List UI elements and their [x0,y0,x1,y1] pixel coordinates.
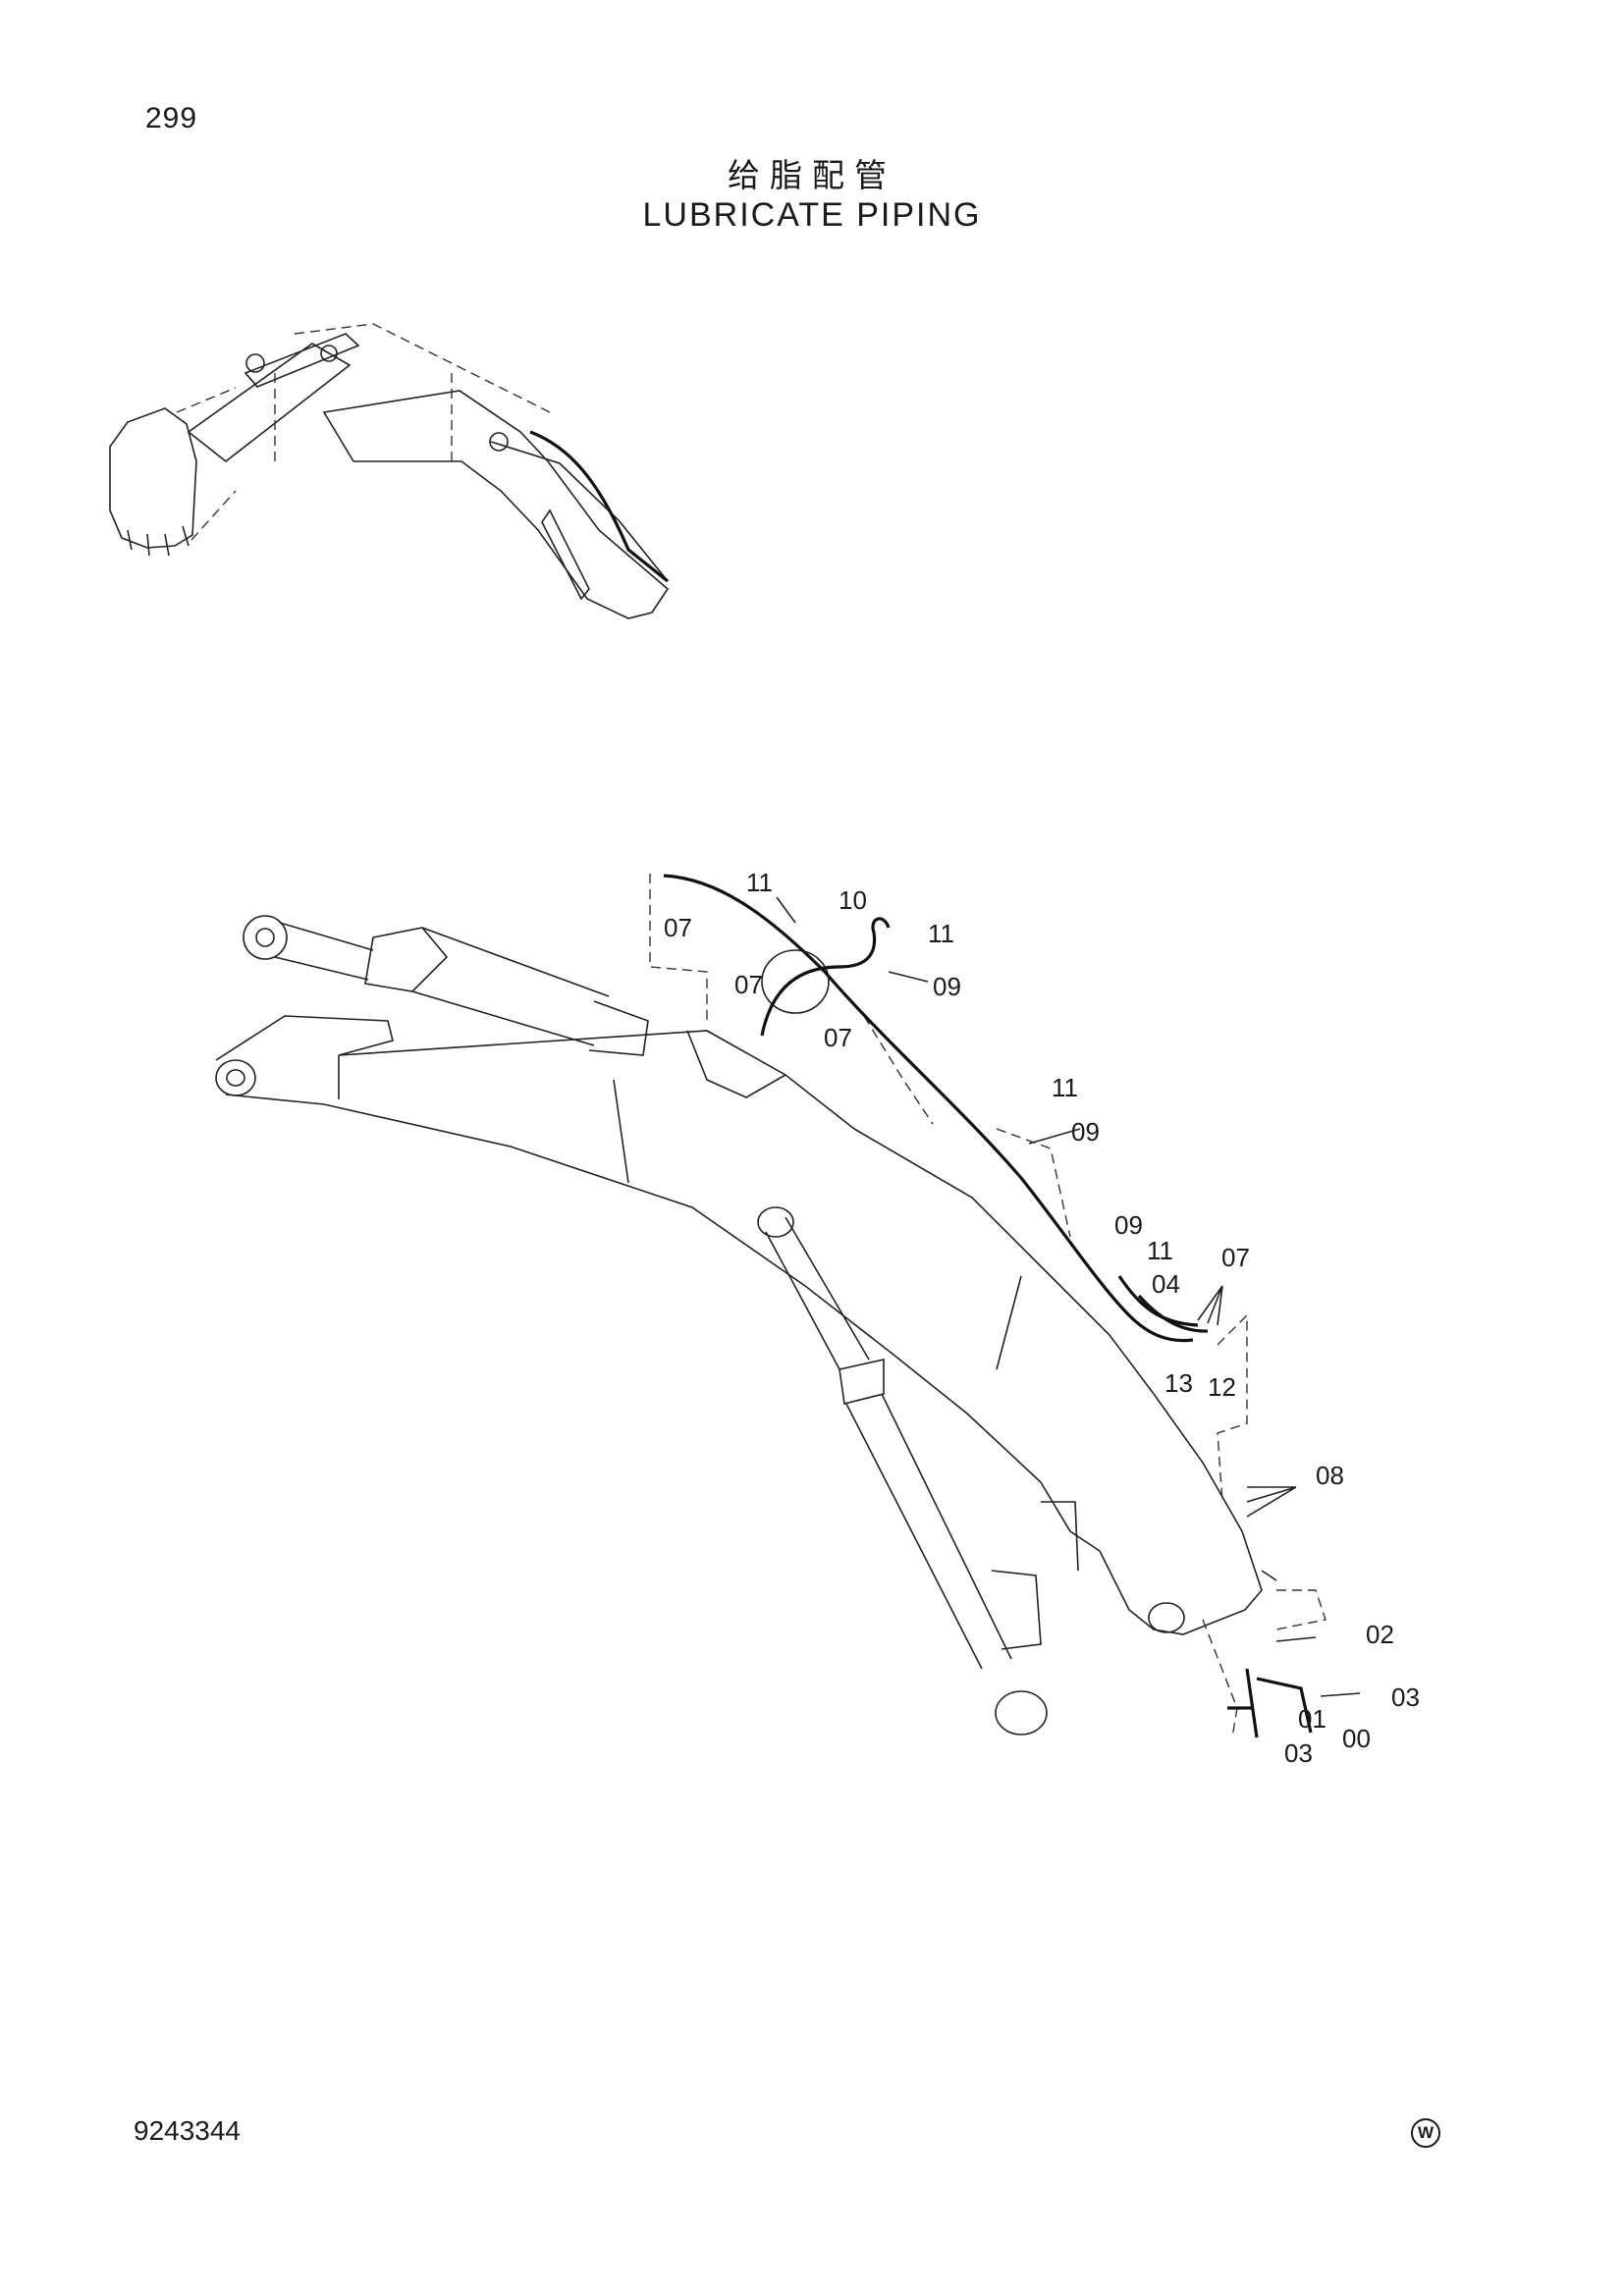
callout-11-mid: 11 [1052,1073,1078,1102]
callout-11-lower: 11 [1147,1236,1173,1265]
callout-11-loop: 11 [928,919,954,948]
callout-09-mid: 09 [1071,1117,1100,1147]
callout-03-bottom: 03 [1284,1738,1313,1768]
document-number: 9243344 [134,2115,242,2146]
boom-body [215,1015,1155,1483]
callout-00: 00 [1342,1724,1371,1753]
callout-07-right: 07 [1221,1243,1250,1272]
callout-04: 04 [1152,1269,1180,1299]
inset-grease-line [529,430,669,583]
page-title: LUBRICATE PIPING [642,196,982,234]
callout-02: 02 [1366,1620,1394,1649]
callout-09-lower: 09 [1114,1210,1143,1240]
callout-03-right: 03 [1391,1682,1420,1712]
callout-07-top: 07 [664,913,692,942]
inset-hidden-lines [176,323,551,541]
inset-boom [322,390,670,619]
callout-10: 10 [839,885,867,915]
page-number: 299 [145,102,198,134]
callout-07-left: 07 [734,970,763,999]
boom-cylinder-lower [757,949,1079,1735]
callout-13: 13 [1164,1368,1193,1398]
grease-hoses [663,874,1313,1738]
leader-lines [776,896,1361,1697]
callout-01: 01 [1298,1704,1326,1734]
circled-mark: W [1411,2118,1440,2148]
callout-09-upper: 09 [933,972,961,1001]
page-title-chinese: 给脂配管 [728,156,896,194]
inset-bucket [109,407,197,557]
inset-arm [187,333,360,463]
callout-07-mid: 07 [824,1023,852,1052]
boom-cylinder-upper [243,915,649,1056]
callout-08: 08 [1316,1461,1344,1490]
callout-12: 12 [1208,1372,1236,1402]
boom-foot [1040,1393,1277,1635]
callout-11-top: 11 [746,868,773,897]
